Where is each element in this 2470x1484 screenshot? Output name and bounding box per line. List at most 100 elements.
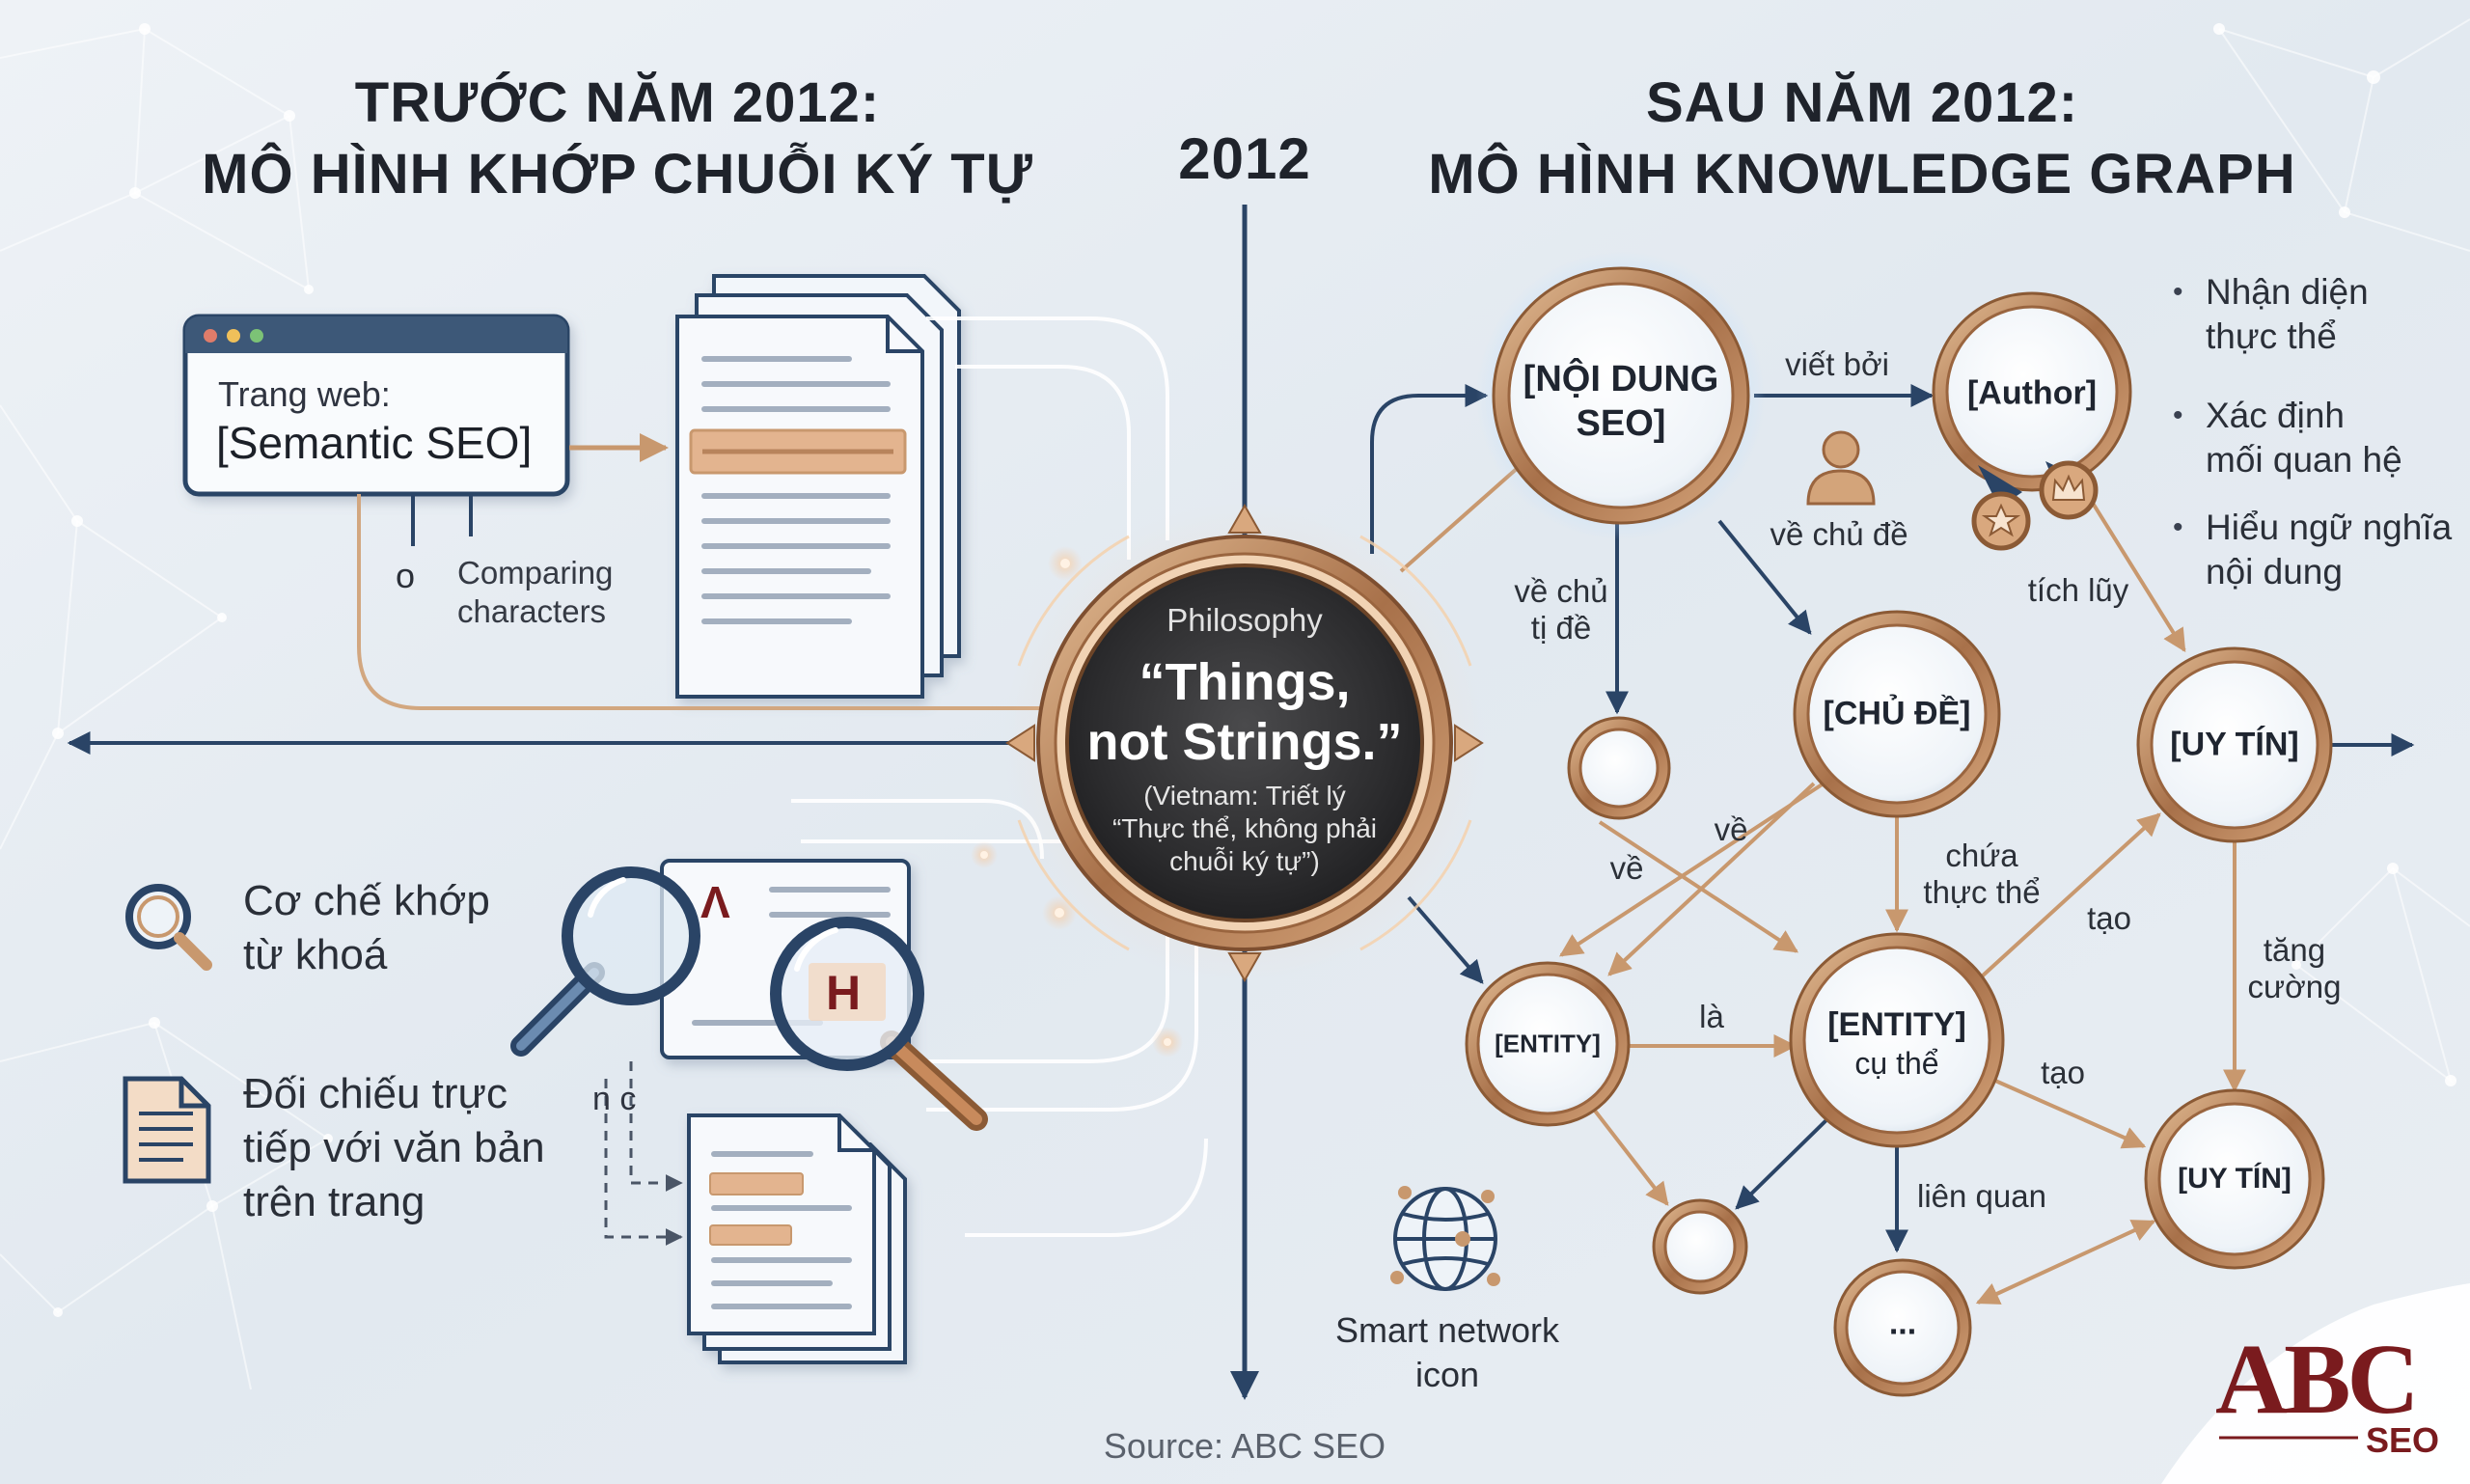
bullet-1-line-2: thực thể	[2206, 316, 2337, 356]
bullet-1-line-1: Nhận diện	[2206, 272, 2369, 312]
feature-keyword-matching: Cơ chế khớp từ khoá	[243, 874, 490, 982]
glow-dots	[971, 546, 1183, 1058]
edge-label-tang-line-2: cường	[2247, 969, 2342, 1004]
edge-label-la: là	[1699, 999, 1724, 1034]
edge-label-ve-chu-de-2: về chủ tị đề	[1514, 573, 1607, 646]
medallion-caption: Philosophy	[1166, 602, 1323, 638]
left-title: TRƯỚC NĂM 2012: MÔ HÌNH KHỚP CHUỖI KÝ TỰ	[135, 68, 1100, 210]
medallion-note: (Vietnam: Triết lý “Thực thể, không phải…	[1071, 780, 1418, 878]
left-title-line-2: MÔ HÌNH KHỚP CHUỖI KÝ TỰ	[202, 143, 1033, 206]
comparing-line-1: Comparing	[457, 555, 614, 591]
abc-seo-logo	[2161, 1283, 2470, 1484]
node-uy-tin-2-label: [UY TÍN]	[2178, 1163, 2292, 1195]
edge-label-tao-2: tạo	[2041, 1055, 2085, 1090]
node-entity-label: [ENTITY]	[1495, 1029, 1601, 1058]
feature-keyword-line-2: từ khoá	[243, 931, 388, 978]
logo-seo: SEO	[2366, 1420, 2440, 1460]
node-entity	[1465, 961, 1631, 1127]
document-icon	[123, 1076, 211, 1184]
node-author-label: [Author]	[1966, 374, 2098, 412]
right-title: SAU NĂM 2012: MÔ HÌNH KNOWLEDGE GRAPH	[1380, 68, 2345, 210]
medallion-note-line-1: (Vietnam: Triết lý	[1143, 781, 1346, 811]
person-icon	[1806, 430, 1876, 506]
bullet-relationship: Xác định mối quan hệ	[2173, 394, 2402, 482]
feature-text-compare: Đối chiếu trực tiếp với văn bản trên tra…	[243, 1067, 545, 1229]
document-stack-top	[675, 274, 961, 699]
browser-value: [Semantic SEO]	[216, 418, 533, 468]
medallion-quote-line-1: “Things,	[1139, 653, 1351, 711]
feature-text-line-1: Đối chiếu trực	[243, 1070, 508, 1117]
magnifier-letter-a: Λ	[700, 877, 730, 927]
node-ellipsis	[1833, 1258, 1972, 1397]
edge-label-viet-boi: viết bởi	[1785, 346, 1889, 382]
node-uy-tin-1-label: [UY TÍN]	[2170, 726, 2299, 763]
graph-nodes	[1465, 251, 2333, 1397]
background-network-dots	[52, 23, 2456, 1317]
edge-label-chua-line-1: chứa	[1945, 838, 2018, 873]
edge-label-chua-thuc-the: chứa thực thể	[1923, 838, 2040, 911]
feature-text-line-2: tiếp với văn bản	[243, 1124, 545, 1171]
edge-label-ve-a: về	[1714, 811, 1748, 847]
bullet-3-line-2: nội dung	[2206, 552, 2343, 591]
edge-label-ve-chu-de-1: về chủ đề	[1770, 516, 1908, 552]
network-icon-line-2: icon	[1414, 1355, 1480, 1394]
comparing-caption: Comparing characters	[457, 554, 613, 631]
edge-label-ve-chu-de-2-line-2: tị đề	[1530, 610, 1592, 646]
magnifier-document-group	[510, 859, 988, 1131]
bullet-entity-recognition: Nhận diện thực thể	[2173, 270, 2369, 359]
source-credit: Source: ABC SEO	[1103, 1426, 1386, 1466]
globe-network-icon	[1390, 1186, 1500, 1291]
node-small-2	[1652, 1198, 1748, 1295]
feature-text-line-3: trên trang	[243, 1178, 425, 1225]
browser-window	[182, 314, 570, 497]
browser-label: Trang web:	[218, 374, 391, 414]
medallion-quote: “Things, not Strings.”	[1071, 652, 1418, 772]
logo-abc: ABC	[2215, 1324, 2420, 1435]
edge-label-chua-line-2: thực thể	[1923, 874, 2041, 910]
bullet-2-line-1: Xác định	[2206, 396, 2345, 435]
edge-label-tao-1: tạo	[2087, 900, 2131, 936]
medallion-note-line-3: chuỗi ký tự”)	[1169, 846, 1320, 876]
node-noi-dung-line-2: SEO]	[1576, 403, 1666, 444]
node-noi-dung-seo	[1476, 251, 1766, 540]
bullet-3-line-1: Hiểu ngữ nghĩa	[2206, 508, 2453, 547]
node-entity-cu-the-label: [ENTITY] cụ thể	[1827, 1005, 1966, 1083]
bullet-semantics: Hiểu ngữ nghĩa nội dung	[2173, 506, 2453, 594]
node-author	[1932, 291, 2132, 492]
award-medal-icon	[1971, 460, 2099, 551]
node-entity-cu-the	[1789, 932, 2005, 1148]
magnifier-letter-h: H	[826, 966, 862, 1020]
comparing-line-2: characters	[457, 593, 607, 629]
node-entity-cu-the-line-2: cụ thể	[1854, 1046, 1939, 1081]
medallion-note-line-2: “Thực thể, không phải	[1112, 813, 1377, 843]
node-chu-de	[1793, 610, 2001, 818]
edge-label-tich-luy: tích lũy	[2027, 572, 2129, 608]
node-uy-tin-1	[2136, 646, 2333, 843]
network-icon-label: Smart network icon	[1303, 1308, 1592, 1397]
center-year: 2012	[1178, 126, 1311, 191]
edge-label-tang-line-1: tăng	[2263, 932, 2326, 968]
node-uy-tin-2	[2144, 1088, 2325, 1270]
edge-label-ve-b: về	[1609, 850, 1644, 886]
browser-to-center-curve	[357, 494, 1042, 710]
edge-label-tang-cuong: tăng cường	[2248, 932, 2342, 1005]
node-ellipsis-label: ...	[1888, 1305, 1917, 1342]
edge-label-lien-quan: liên quan	[1917, 1178, 2046, 1214]
left-title-line-1: TRƯỚC NĂM 2012:	[354, 71, 881, 134]
central-medallion	[1003, 502, 1486, 984]
feature-keyword-line-1: Cơ chế khớp	[243, 877, 490, 924]
node-entity-cu-the-line-1: [ENTITY]	[1827, 1006, 1966, 1043]
dashed-connectors	[604, 1061, 683, 1246]
node-small-1	[1567, 716, 1671, 820]
node-noi-dung-line-1: [NỘI DUNG	[1523, 359, 1719, 399]
document-stack-bottom	[687, 1113, 907, 1364]
compare-mark: o	[396, 556, 416, 595]
bullet-2-line-2: mối quan hệ	[2206, 440, 2402, 480]
right-title-line-1: SAU NĂM 2012:	[1645, 71, 2079, 134]
edge-label-ve-chu-de-2-line-1: về chủ	[1514, 573, 1608, 609]
medallion-quote-line-2: not Strings.”	[1086, 713, 1403, 771]
dashed-marks: n c	[592, 1081, 637, 1117]
node-noi-dung-label: [NỘI DUNG SEO]	[1523, 357, 1719, 446]
